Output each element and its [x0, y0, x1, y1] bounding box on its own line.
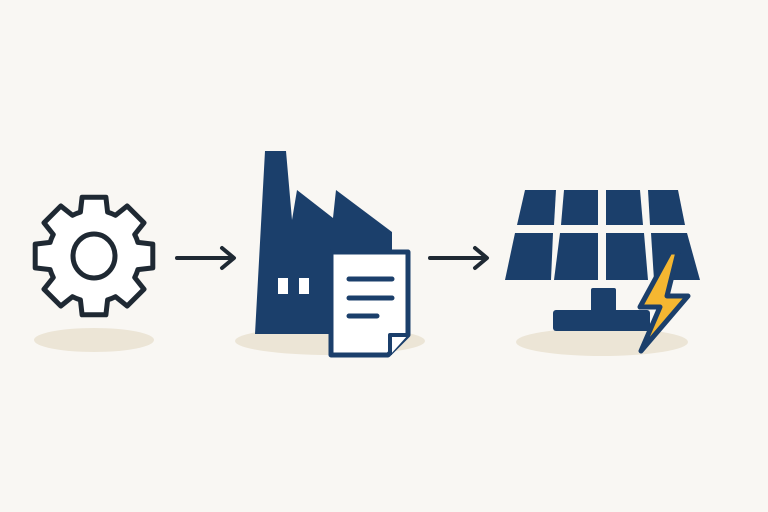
lightning-bolt-icon — [637, 249, 691, 354]
gear-shadow — [34, 328, 154, 352]
arrow-icon — [175, 246, 236, 270]
factory-window — [299, 278, 309, 294]
document-icon — [328, 249, 411, 358]
solar-panel-icon — [505, 190, 700, 331]
factory-window — [278, 278, 288, 294]
arrow-icon — [428, 246, 489, 270]
gear-icon — [32, 194, 156, 318]
solar-shadow — [516, 328, 688, 356]
